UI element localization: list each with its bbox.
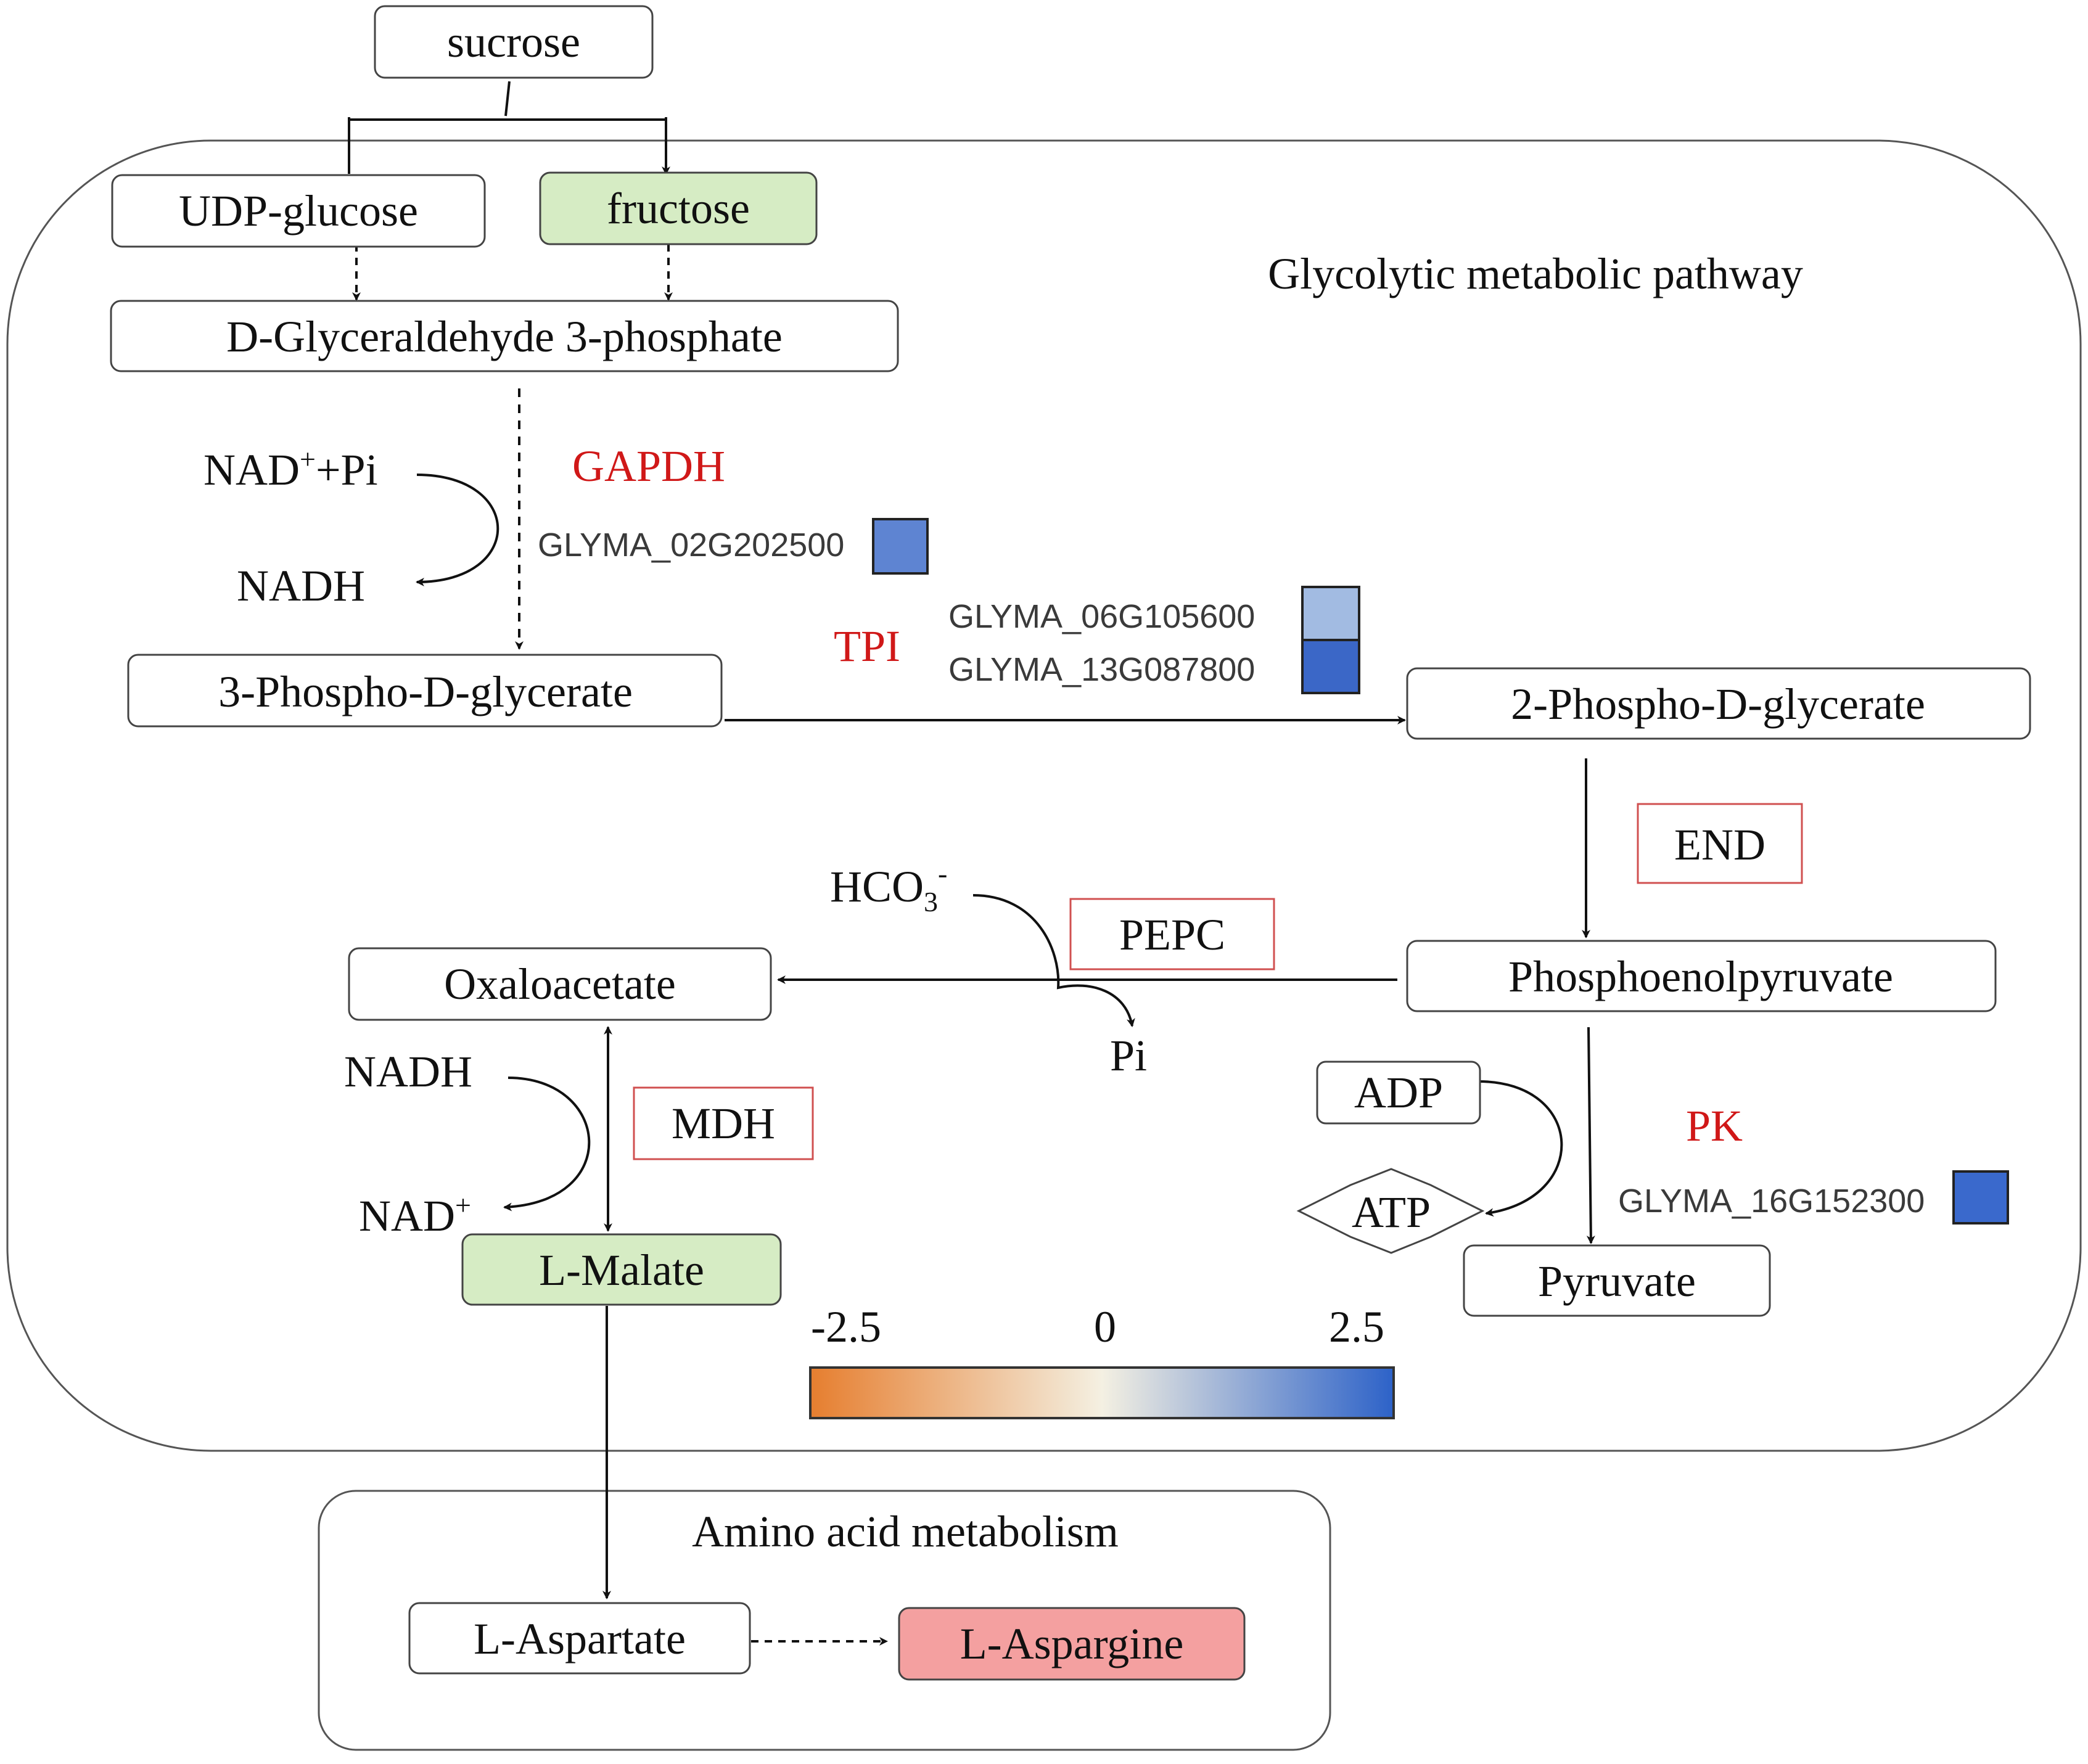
nadh-to-nad-curve [503,1077,591,1212]
node-sucrose-label: sucrose [447,17,580,67]
enzyme-gapdh: GAPDH [572,441,725,491]
enzyme-mdh-box: MDH [633,1086,814,1160]
node-phosphoenolpyruvate: Phosphoenolpyruvate [1406,940,1997,1012]
nad-to-nadh-curve [416,474,499,586]
color-scale-legend: -2.5 0 2.5 [809,1302,1395,1419]
cofactor-hco3: HCO3- [830,858,947,917]
gene-label-13g087800: GLYMA_13G087800 [948,651,1255,688]
cofactor-nadh-mdh: NADH [344,1047,472,1096]
node-l-aspartate: L-Aspartate [408,1602,751,1675]
connectors [348,81,1595,1646]
node-l-aspargine-box [898,1607,1246,1681]
enzyme-end-box: END [1637,803,1803,884]
node-3-phospho-d-glycerate: 3-Phospho-D-glycerate [127,654,723,728]
node-pyruvate-label: Pyruvate [1538,1257,1696,1306]
node-l-aspargine: L-Aspargine [898,1607,1246,1681]
node-fructose-label: fructose [607,184,750,233]
node-udp-glucose-label: UDP-glucose [179,186,418,236]
cofactor-pi: Pi [1110,1031,1147,1080]
atp-star-shape [1296,1168,1485,1254]
node-fructose-box [539,171,818,245]
enzyme-tpi: TPI [834,622,900,671]
scale-max-label: 2.5 [1329,1302,1384,1352]
node-adp-label: ADP [1354,1068,1443,1117]
node-udp-glucose: UDP-glucose [111,174,486,248]
node-3pg-label: 3-Phospho-D-glycerate [218,667,633,716]
node-sucrose: sucrose [374,5,654,79]
enzyme-pepc-box: PEPC [1069,898,1275,970]
cofactor-nad-pi: NAD++Pi [203,443,378,494]
scale-min-label: -2.5 [811,1302,881,1352]
node-g3p: D-Glyceraldehyde 3-phosphate [110,300,899,372]
gene-cell-06g105600 [1301,586,1360,641]
gene-cell-13g087800 [1301,639,1360,694]
cofactor-nad-mdh: NAD+ [359,1189,471,1241]
node-l-malate-label: L-Malate [539,1245,704,1295]
enzyme-end-border [1637,803,1803,884]
gene-label-06g105600: GLYMA_06G105600 [948,598,1255,635]
node-fructose: fructose [539,171,818,245]
gene-cell-16g152300 [1952,1170,2009,1225]
node-l-aspartate-label: L-Aspartate [474,1614,686,1663]
node-l-malate-box [461,1233,782,1306]
node-pep-label: Phosphoenolpyruvate [1508,952,1893,1001]
node-oxaloacetate: Oxaloacetate [348,947,772,1021]
color-scale-bar [809,1366,1395,1419]
enzyme-pepc-border [1069,898,1275,970]
node-adp: ADP [1316,1060,1481,1125]
enzyme-pepc: PEPC [1119,910,1225,959]
enzyme-pk: PK [1686,1101,1743,1151]
hco3-to-pi-curve [972,894,1135,1027]
enzyme-mdh-border [633,1086,814,1160]
glycolysis-region [6,139,2082,1452]
gene-label-02g202500: GLYMA_02G202500 [538,527,844,564]
node-pyruvate: Pyruvate [1463,1244,1771,1317]
pep-to-pyruvate-arrow [1586,1027,1595,1244]
enzyme-end: END [1674,820,1765,869]
node-g3p-label: D-Glyceraldehyde 3-phosphate [226,312,783,361]
scale-mid-label: 0 [1094,1302,1116,1352]
node-l-aspargine-label: L-Aspargine [960,1619,1184,1668]
sucrose-split-arrow [348,81,666,174]
node-2-phospho-d-glycerate: 2-Phospho-D-glycerate [1406,667,2031,740]
node-2pg-label: 2-Phospho-D-glycerate [1511,679,1925,729]
node-oxaloacetate-label: Oxaloacetate [444,959,676,1009]
node-atp: ATP [1296,1168,1485,1254]
node-atp-label: ATP [1352,1188,1431,1237]
enzyme-mdh: MDH [672,1099,775,1148]
glycolysis-region-title: Glycolytic metabolic pathway [1268,249,1803,298]
amino-acid-region-title: Amino acid metabolism [692,1507,1119,1556]
adp-to-atp-curve [1478,1080,1563,1217]
gene-cell-02g202500 [872,518,929,575]
amino-acid-region [318,1490,1331,1751]
cofactor-nadh-gapdh: NADH [237,561,365,610]
node-l-malate: L-Malate [461,1233,782,1306]
gene-label-16g152300: GLYMA_16G152300 [1618,1183,1925,1220]
